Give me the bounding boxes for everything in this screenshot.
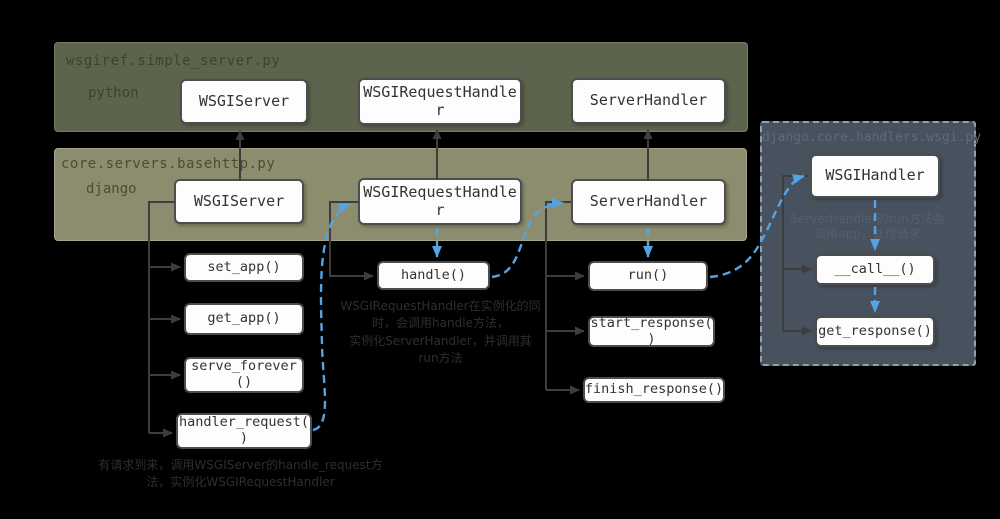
- node-python-wsgiserver: WSGIServer: [180, 79, 308, 124]
- wsgi-handlers-module-title: django.core.handlers.wsgi.py: [762, 130, 982, 145]
- node-handle: handle(): [377, 261, 490, 290]
- wsgi-run-note: ServerHandler的run方法会 调用app，处理请求: [790, 212, 945, 241]
- node-python-serverhandler: ServerHandler: [571, 78, 726, 124]
- node-django-wsgiserver: WSGIServer: [174, 179, 304, 224]
- node-django-wsgirequesthandler: WSGIRequestHandle r: [358, 178, 522, 225]
- annotation-handle-flow: WSGIRequestHandler在实例化的同 时，会调用handle方法， …: [340, 299, 541, 366]
- node-django-serverhandler: ServerHandler: [571, 179, 726, 225]
- node-call: __call__(): [815, 254, 935, 285]
- django-module-file-label: core.servers.basehttp.py: [61, 156, 276, 172]
- node-start-response: start_response( ): [588, 315, 715, 347]
- node-run: run(): [588, 261, 708, 291]
- python-runtime-label: python: [88, 85, 139, 101]
- node-get-response: get_response(): [815, 316, 935, 347]
- node-get-app: get_app(): [184, 303, 304, 335]
- node-handler-request: handler_request( ): [176, 413, 312, 449]
- django-runtime-label: django: [86, 181, 137, 197]
- python-module-file-label: wsgiref.simple_server.py: [66, 53, 281, 69]
- node-set-app: set_app(): [184, 253, 304, 282]
- node-serve-forever: serve_forever (): [184, 357, 304, 393]
- node-wsgihandler: WSGIHandler: [810, 154, 940, 198]
- node-finish-response: finish_response(): [583, 377, 725, 403]
- annotation-request-flow: 有请求到来，调用WSGIServer的handle_request方 法，实例化…: [98, 458, 383, 490]
- node-python-wsgirequesthandler: WSGIRequestHandle r: [358, 78, 522, 125]
